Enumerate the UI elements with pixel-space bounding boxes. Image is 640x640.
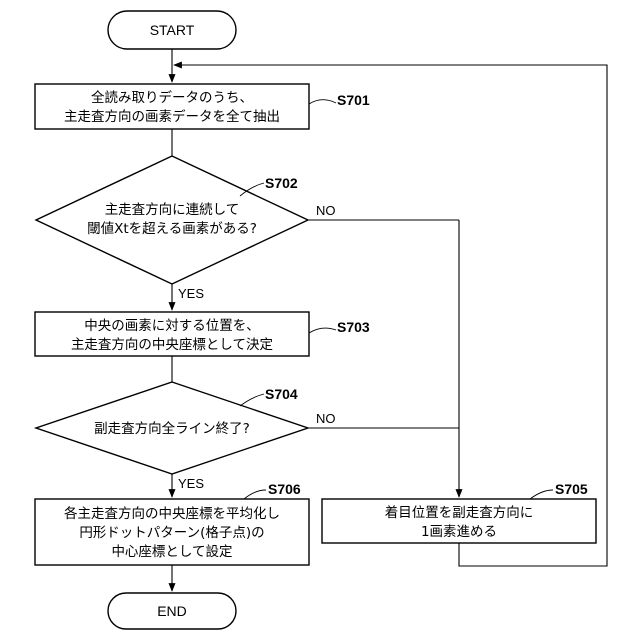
s704-step-label: S704 (265, 386, 298, 402)
start-label: START (150, 22, 195, 38)
step-s706: 各主走査方向の中央座標を平均化し 円形ドットパターン(格子点)の 中心座標として… (35, 499, 309, 565)
s704-yes-label: YES (178, 476, 204, 491)
step-s701: 全読み取りデータのうち、 主走査方向の画素データを全て抽出 (35, 84, 309, 129)
s704-text: 副走査方向全ライン終了? (94, 420, 250, 437)
end-terminal: END (108, 593, 236, 629)
s701-text-line2: 主走査方向の画素データを全て抽出 (64, 108, 280, 125)
s706-text-line1: 各主走査方向の中央座標を平均化し (64, 506, 280, 522)
s705-leader-line (530, 490, 553, 499)
s702-text-line1: 主走査方向に連続して (105, 202, 240, 218)
s701-step-label: S701 (337, 92, 370, 108)
s706-step-label: S706 (268, 481, 301, 497)
s706-text-line3: 中心座標として設定 (111, 544, 232, 560)
s702-no-label: NO (316, 203, 336, 218)
step-s703: 中央の画素に対する位置を、 主走査方向の中央座標として決定 (35, 312, 309, 356)
s703-text-line2: 主走査方向の中央座標として決定 (71, 337, 273, 353)
end-label: END (157, 603, 187, 619)
s702-step-label: S702 (265, 175, 298, 191)
s701-text-line1: 全読み取りデータのうち、 (91, 89, 253, 106)
s706-leader-line (244, 490, 266, 499)
s704-no-label: NO (316, 411, 336, 426)
step-s705: 着目位置を副走査方向に 1画素進める (322, 499, 596, 543)
s705-step-label: S705 (555, 481, 588, 497)
s701-leader-line (309, 100, 336, 104)
s704-leader-line (240, 394, 264, 406)
s706-text-line2: 円形ドットパターン(格子点)の (79, 525, 264, 541)
s705-text-line2: 1画素進める (421, 524, 497, 540)
s702-yes-label: YES (178, 286, 204, 301)
start-terminal: START (108, 11, 236, 49)
s702-text-line2: 閾値Xtを超える画素がある? (87, 221, 257, 237)
s703-text-line1: 中央の画素に対する位置を、 (84, 318, 260, 334)
s705-text-line1: 着目位置を副走査方向に (385, 504, 534, 521)
s703-step-label: S703 (337, 319, 370, 335)
s703-leader-line (309, 328, 336, 333)
